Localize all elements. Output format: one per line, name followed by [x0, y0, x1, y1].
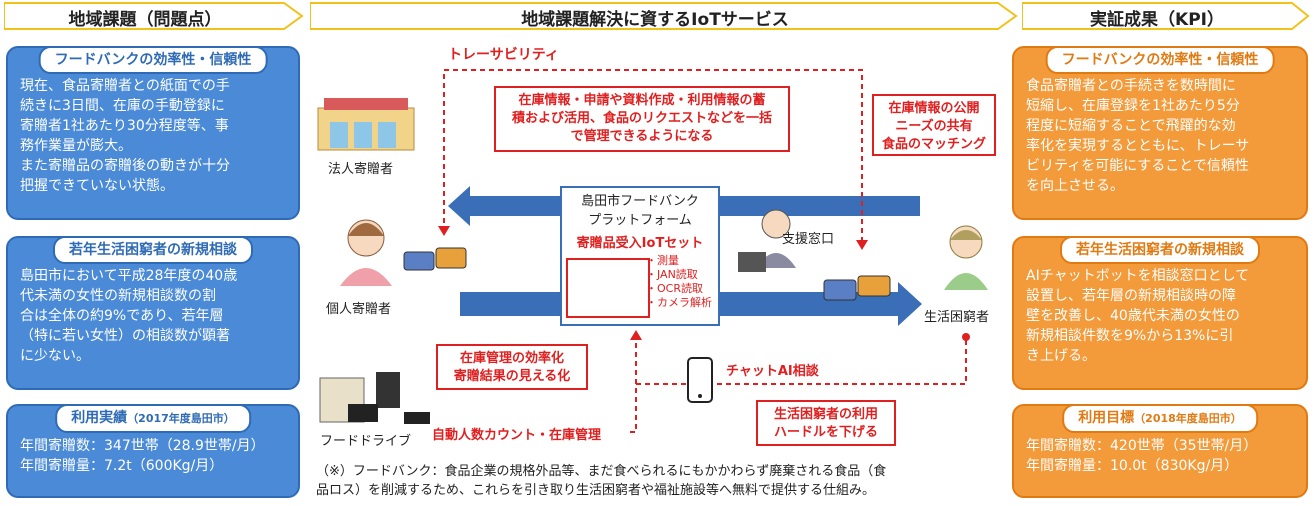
header-center-title: 地域課題解決に資するIoTサービス: [521, 10, 789, 30]
smartphone-icon: [687, 357, 713, 403]
right-box-efficiency: フードバンクの効率性・信頼性 食品寄贈者との手続きを数時間に 短縮し、在庫登録を…: [1012, 46, 1308, 220]
person-needy-icon: [944, 225, 988, 290]
support-staff-icon: [738, 209, 796, 272]
header-right-title: 実証成果（KPI）: [1090, 10, 1224, 30]
callout-inventory: 在庫管理の効率化 寄贈結果の見える化: [436, 344, 588, 390]
left-box-usage-text: 年間寄贈数：347世帯（28.9世帯/月） 年間寄贈量：7.2t（600Kg/月…: [20, 438, 265, 474]
header-center: 地域課題解決に資するIoTサービス: [310, 2, 1018, 30]
iot-device-frame: [566, 258, 650, 318]
traceability-label: トレーサビリティ: [448, 47, 559, 63]
platform-title-2: プラットフォーム: [588, 213, 692, 228]
left-box-efficiency-title: フードバンクの効率性・信頼性: [38, 46, 268, 74]
right-box-efficiency-text: 食品寄贈者との手続きを数時間に 短縮し、在庫登録を1社あたり5分 程度に短縮する…: [1026, 78, 1250, 194]
canned-food-icon-right: [823, 275, 891, 301]
food-drive-box-icon: [319, 372, 430, 424]
right-box-efficiency-title: フードバンクの効率性・信頼性: [1045, 46, 1275, 74]
auto-count-label: 自動人数カウント・在庫管理: [432, 428, 602, 443]
right-box-target-text: 年間寄贈数：420世帯（35世帯/月） 年間寄贈量：10.0t（830Kg/月）: [1026, 438, 1258, 474]
support-desk-label: 支援窓口: [782, 232, 835, 247]
auto-count-line: [630, 336, 637, 433]
chat-ai-label: チャットAI相談: [726, 364, 819, 379]
person-donor-icon: [340, 219, 392, 286]
canned-food-icon-left: [403, 247, 467, 271]
right-box-young-needy-text: AIチャットボットを相談窓口として 設置し、若年層の新規相談時の障 壁を改善し、…: [1026, 268, 1250, 364]
needy-label: 生活困窮者: [924, 310, 990, 325]
building-icon: [317, 98, 415, 151]
header-right: 実証成果（KPI）: [1022, 2, 1310, 30]
left-box-efficiency-text: 現在、食品寄贈者との紙面での手 続きに3日間、在庫の手動登録に 寄贈者1社あたり…: [20, 78, 230, 194]
footnote: （※）フードバンク：食品企業の規格外品等、まだ食べられるにもかかわらず廃棄される…: [316, 464, 887, 498]
platform-box: 島田市フードバンク プラットフォーム 寄贈品受入IoTセット ・測量 ・JAN読…: [560, 186, 720, 326]
left-box-usage-title: 利用実績（2017年度島田市）: [55, 404, 251, 433]
left-box-young-needy-title: 若年生活困窮者の新規相談: [53, 236, 253, 264]
right-box-target-title: 利用目標（2018年度島田市）: [1062, 404, 1258, 433]
indiv-donor-label: 個人寄贈者: [326, 302, 392, 317]
callout-matching: 在庫情報の公開 ニーズの共有 食品のマッチング: [872, 94, 996, 156]
header-left: 地域課題（問題点）: [4, 2, 304, 30]
platform-subtitle: 寄贈品受入IoTセット: [576, 236, 704, 251]
right-box-young-needy: 若年生活困窮者の新規相談 AIチャットボットを相談窓口として 設置し、若年層の新…: [1012, 236, 1308, 390]
header-left-title: 地域課題（問題点）: [68, 10, 222, 30]
right-box-target: 利用目標（2018年度島田市） 年間寄贈数：420世帯（35世帯/月） 年間寄贈…: [1012, 404, 1308, 498]
left-box-usage: 利用実績（2017年度島田市） 年間寄贈数：347世帯（28.9世帯/月） 年間…: [6, 404, 300, 498]
traceability-line: [443, 69, 863, 244]
chat-ai-line: [636, 340, 967, 385]
callout-barrier: 生活困窮者の利用 ハードルを下げる: [756, 400, 896, 446]
platform-title-1: 島田市フードバンク: [581, 194, 699, 209]
left-box-efficiency: フードバンクの効率性・信頼性 現在、食品寄贈者との紙面での手 続きに3日間、在庫…: [6, 46, 300, 220]
callout-platform-benefits: 在庫情報・申請や資料作成・利用情報の蓄 積および活用、食品のリクエストなどを一括…: [494, 86, 790, 152]
right-box-young-needy-title: 若年生活困窮者の新規相談: [1060, 236, 1260, 264]
platform-features: ・測量 ・JAN読取 ・OCR読取 ・カメラ解析: [646, 254, 712, 309]
left-box-young-needy: 若年生活困窮者の新規相談 島田市において平成28年度の40歳 代未満の女性の新規…: [6, 236, 300, 390]
left-box-young-needy-text: 島田市において平成28年度の40歳 代未満の女性の新規相談数の割 合は全体の約9…: [20, 268, 238, 364]
food-drive-label: フードドライブ: [320, 434, 412, 449]
corp-donor-label: 法人寄贈者: [328, 162, 394, 177]
